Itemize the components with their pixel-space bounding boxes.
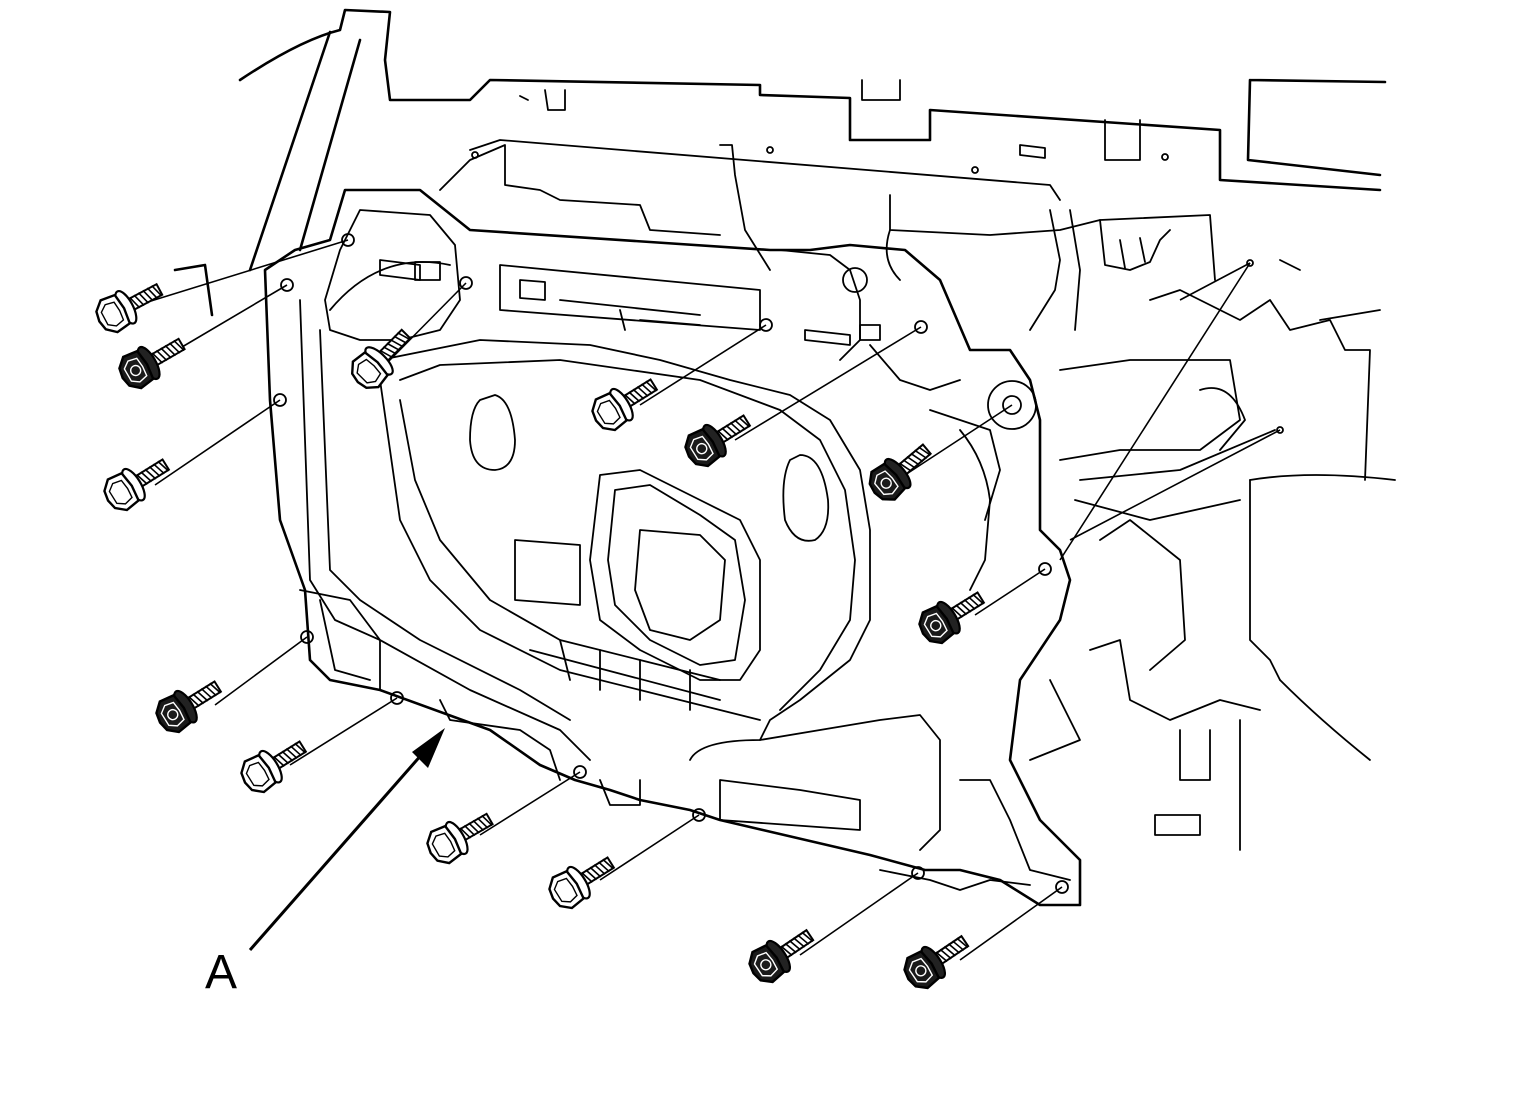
bolt-icon: [103, 458, 171, 512]
bolt-icon: [748, 928, 815, 984]
bolt-icon: [868, 443, 933, 501]
bolt-icon: [350, 328, 412, 390]
bolt-icon: [591, 378, 659, 432]
leader-lines: [137, 239, 1281, 961]
bolt-icon: [918, 591, 986, 645]
bolt-icon: [155, 680, 223, 734]
bolt-group: [95, 282, 986, 990]
bolt-icon: [240, 740, 308, 794]
panel-a: [263, 188, 1082, 907]
bolt-icon: [426, 812, 494, 865]
callout-label-a: A: [205, 946, 237, 999]
bolt-icon: [684, 414, 752, 468]
bolt-icon: [903, 934, 970, 990]
callout-arrow: [248, 728, 445, 951]
bolt-icon: [95, 282, 164, 334]
mounting-holes: [273, 233, 1284, 894]
vehicle-structure: [173, 8, 1396, 851]
bolt-icon: [548, 856, 616, 910]
bolt-icon: [118, 337, 186, 390]
